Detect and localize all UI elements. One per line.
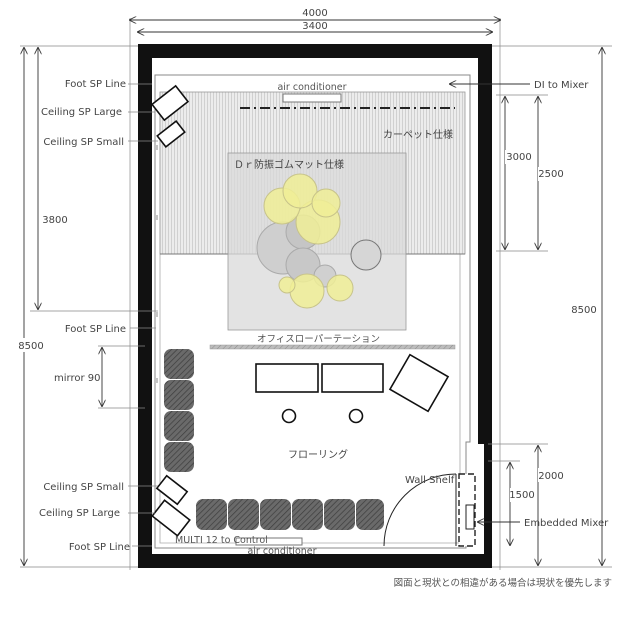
flooring-label: フローリング <box>288 448 348 461</box>
wall-shelf-label: Wall Shelf <box>405 475 455 486</box>
dim-width-outer: 4000 <box>302 8 327 19</box>
embedded-mixer-label: Embedded Mixer <box>524 518 609 529</box>
di-to-mixer-label: DI to Mixer <box>534 80 589 91</box>
left-cabinets <box>164 349 194 472</box>
ceiling-sp-large-top-label: Ceiling SP Large <box>41 107 122 118</box>
drum-mat-label: Ｄｒ防振ゴムマット仕様 <box>234 158 344 171</box>
air-conditioner-top-label: air conditioner <box>277 82 346 93</box>
amp-boxes <box>255 353 450 413</box>
ceiling-sp-small-top-label: Ceiling SP Small <box>43 137 124 148</box>
wall-shelf <box>458 473 476 547</box>
ceiling-speaker-large-bottom <box>151 499 191 537</box>
room-walls <box>138 44 492 568</box>
dim-left-8500: 8500 <box>18 341 43 352</box>
inner-lining <box>159 92 461 544</box>
left-leader-lines <box>20 45 158 568</box>
carpet-label: カーペット仕様 <box>383 128 453 141</box>
foot-sp-line-mid-label: Foot SP Line <box>65 324 126 335</box>
dim-right-8500: 8500 <box>571 305 596 316</box>
multi12-label: MULTI 12 to Control <box>175 535 268 546</box>
ceiling-sp-large-bottom-label: Ceiling SP Large <box>39 508 120 519</box>
bottom-cabinets <box>196 499 384 530</box>
air-conditioner-bottom <box>235 537 303 546</box>
drum-kit <box>256 173 382 309</box>
top-dimension-group: 4000 3400 <box>130 8 500 570</box>
air-conditioner-bottom-label: air conditioner <box>247 546 316 557</box>
dim-right-1500: 1500 <box>509 490 534 501</box>
door <box>383 473 457 547</box>
dim-left-3800: 3800 <box>42 215 67 226</box>
dim-right-2000: 2000 <box>538 471 563 482</box>
ceiling-speaker-small-bottom <box>155 474 189 506</box>
partition-label: オフィスローパーテーション <box>257 334 380 345</box>
dim-right-2500: 2500 <box>538 169 563 180</box>
dim-mirror-90: mirror 90 <box>54 373 100 384</box>
foot-sp-line-top-label: Foot SP Line <box>65 79 126 90</box>
ceiling-speaker-small-top <box>156 119 186 149</box>
dim-width-inner: 3400 <box>302 21 327 32</box>
ceiling-speaker-large-top <box>150 84 190 122</box>
low-partition <box>209 344 456 350</box>
foot-sp-line-bottom-label: Foot SP Line <box>69 542 130 553</box>
stools <box>281 408 364 424</box>
dim-right-3000: 3000 <box>506 152 531 163</box>
air-conditioner-top <box>282 93 342 103</box>
right-leader-lines <box>488 45 612 568</box>
ceiling-sp-small-bottom-label: Ceiling SP Small <box>43 482 124 493</box>
footnote: 図面と現状との相違がある場合は現状を優先します <box>394 577 612 589</box>
